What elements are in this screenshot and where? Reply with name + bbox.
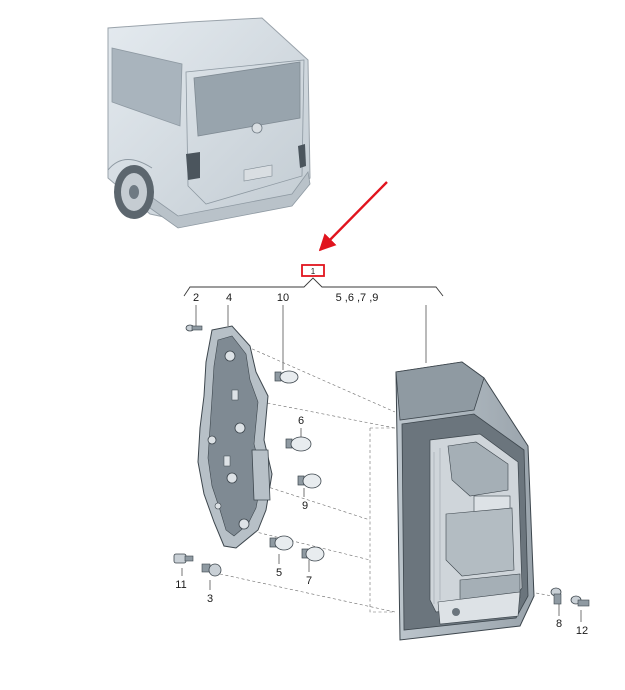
bulb-part-5[interactable] <box>269 535 294 551</box>
stud-part-11[interactable] <box>173 553 194 564</box>
screw-part-12[interactable] <box>570 595 590 607</box>
reference-box-label: 1 <box>311 267 316 276</box>
screw-part-8[interactable] <box>550 587 562 605</box>
callout-3: 3 <box>207 593 213 605</box>
callout-5-6-7-9: 5 ,6 ,7 ,9 <box>336 292 379 304</box>
bulb-part-10[interactable] <box>274 370 299 384</box>
locator-arrow <box>318 181 388 252</box>
callout-7: 7 <box>306 575 312 587</box>
tail-lamp-housing[interactable] <box>395 361 535 641</box>
callout-9: 9 <box>302 500 308 512</box>
van-illustration <box>107 17 311 229</box>
callout-11: 11 <box>175 579 186 591</box>
bulb-part-7[interactable] <box>301 546 325 562</box>
callout-4: 4 <box>226 292 232 304</box>
bulb-part-9[interactable] <box>297 473 322 489</box>
callout-5: 5 <box>276 567 282 579</box>
reference-box[interactable]: 1 <box>301 264 325 277</box>
bulb-part-6[interactable] <box>285 436 312 452</box>
nut-part-3[interactable] <box>201 563 222 577</box>
assembly-bracket <box>183 277 444 297</box>
callout-labels: 2 4 10 5 ,6 ,7 ,9 6 9 5 7 11 3 8 12 <box>175 292 588 637</box>
bulb-carrier[interactable] <box>197 325 273 549</box>
callout-2: 2 <box>193 292 199 304</box>
dashed-lines <box>219 339 553 613</box>
callout-8: 8 <box>556 618 562 630</box>
screw-part-2[interactable] <box>185 324 203 332</box>
callout-12: 12 <box>576 625 588 637</box>
leader-lines <box>181 305 582 622</box>
callout-10: 10 <box>277 292 289 304</box>
callout-6: 6 <box>298 415 304 427</box>
